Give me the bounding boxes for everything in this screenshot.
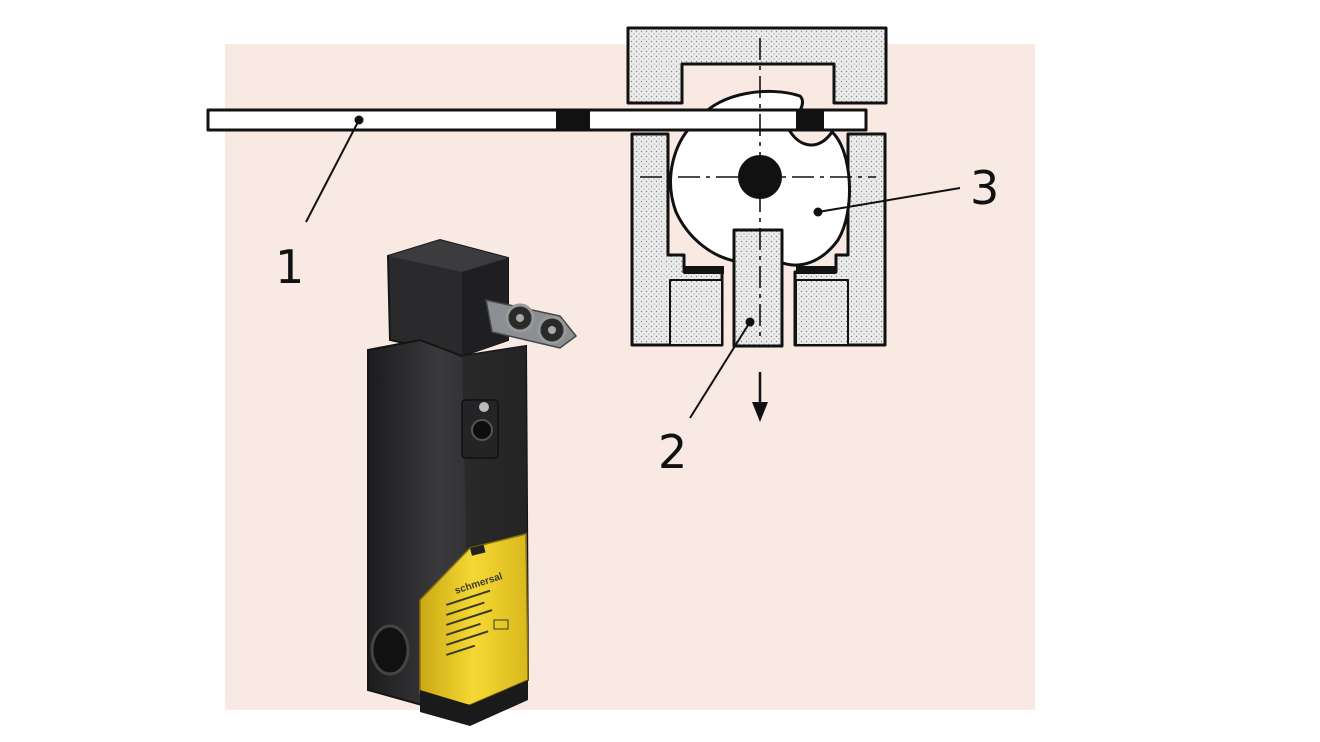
actuator-bar <box>206 108 868 132</box>
top-housing <box>626 26 888 105</box>
callout-label-3: 3 <box>970 161 999 215</box>
callout-label-2: 2 <box>658 425 687 479</box>
center-lines <box>640 38 876 340</box>
down-arrow-icon <box>752 372 768 422</box>
actuator-notch-2 <box>796 110 824 130</box>
background-panel <box>225 44 1035 710</box>
housing-floor-left <box>684 266 724 274</box>
safety-switch-photo: schmersal <box>367 238 578 726</box>
plunger <box>732 228 784 348</box>
cross-section-drawing <box>206 26 888 348</box>
actuator-key <box>485 299 578 349</box>
cable-entry <box>370 624 410 676</box>
leader-lines <box>305 115 961 419</box>
callout-label-1: 1 <box>275 240 304 294</box>
housing-block-left <box>669 279 723 346</box>
housing-floor-right <box>796 266 836 274</box>
actuator-notch-1 <box>556 110 590 130</box>
housing-block-right <box>795 279 849 346</box>
